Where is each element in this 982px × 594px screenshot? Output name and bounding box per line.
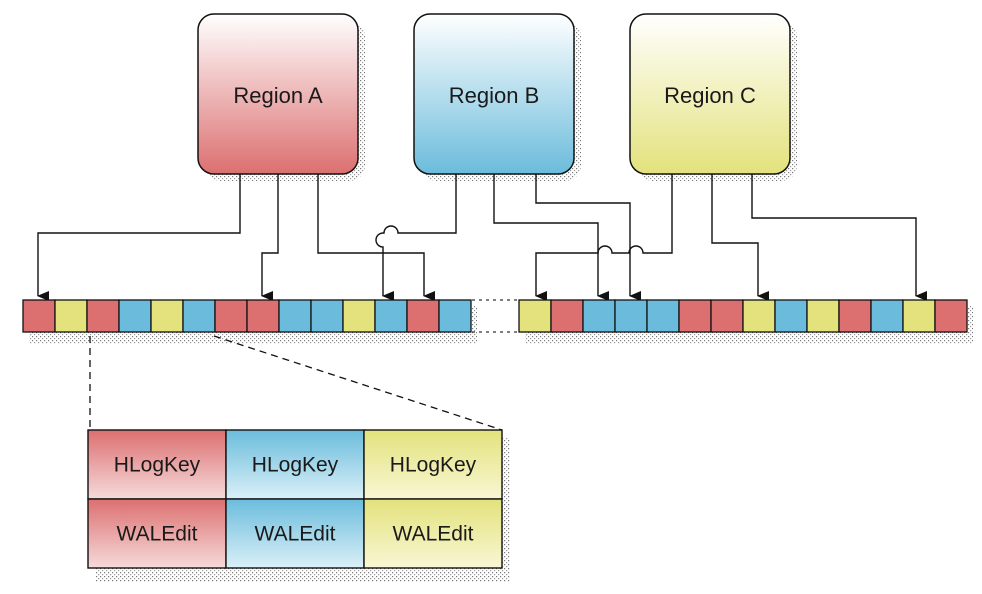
- connector-b-2: [493, 174, 609, 301]
- log-2-cell-blue: [774, 299, 808, 333]
- log-1-cell-red: [86, 299, 120, 333]
- log-segment-2: [518, 299, 973, 344]
- connector-c-2: [711, 174, 769, 301]
- region-a-box: Region A: [197, 13, 365, 181]
- connector-a-2: [261, 174, 279, 301]
- log-segment-1: [22, 299, 477, 344]
- log-1-cell-blue: [278, 299, 312, 333]
- log-1-cell-blue: [438, 299, 472, 333]
- log-1-cell-red: [246, 299, 280, 333]
- log-1-cell-yellow: [150, 299, 184, 333]
- log-2-cell-blue: [646, 299, 680, 333]
- connector-c-3: [751, 174, 927, 301]
- log-continuation: [472, 299, 518, 333]
- region-c-label: Region C: [664, 83, 756, 108]
- hlogkey-label: HLogKey: [390, 454, 477, 477]
- log-1-cell-yellow: [342, 299, 376, 333]
- log-2-cell-yellow: [742, 299, 776, 333]
- log-1-cell-blue: [118, 299, 152, 333]
- log-2-cell-red: [550, 299, 584, 333]
- log-1-cell-blue: [310, 299, 344, 333]
- log-2-cell-red: [710, 299, 744, 333]
- log-1-cell-red: [214, 299, 248, 333]
- waledit-label: WALEdit: [393, 523, 474, 546]
- hlogkey-cell-yellow: [363, 429, 503, 500]
- log-2-cell-blue: [582, 299, 616, 333]
- log-1-cell-red: [22, 299, 56, 333]
- log-2-cell-red: [934, 299, 968, 333]
- log-2-cell-yellow: [902, 299, 936, 333]
- connector-a-3: [317, 174, 435, 301]
- waledit-cell-blue: [225, 498, 365, 569]
- hlogkey-label: HLogKey: [114, 454, 201, 477]
- waledit-cell-red: [87, 498, 227, 569]
- connector-b-1: [375, 174, 457, 301]
- log-1-cell-yellow: [54, 299, 88, 333]
- log-1-cell-blue: [182, 299, 216, 333]
- hlogkey-label: HLogKey: [252, 454, 339, 477]
- hlogkey-cell-red: [87, 429, 227, 500]
- log-1-cell-red: [406, 299, 440, 333]
- log-2-cell-yellow: [806, 299, 840, 333]
- region-b-label: Region B: [449, 83, 540, 108]
- region-b-box: Region B: [413, 13, 581, 181]
- region-a-label: Region A: [233, 83, 323, 108]
- log-2-cell-blue: [614, 299, 648, 333]
- waledit-label: WALEdit: [255, 523, 336, 546]
- zoom-callout-lines: [89, 335, 503, 431]
- log-1-cell-blue: [374, 299, 408, 333]
- log-2-cell-blue: [870, 299, 904, 333]
- log-2-cell-yellow: [518, 299, 552, 333]
- connectors: [37, 174, 927, 301]
- waledit-label: WALEdit: [117, 523, 198, 546]
- connector-b-3: [535, 174, 641, 301]
- region-c-box: Region C: [629, 13, 797, 181]
- log-2-cell-red: [838, 299, 872, 333]
- log-2-cell-red: [678, 299, 712, 333]
- connector-c-1: [535, 174, 673, 301]
- connector-a-1: [37, 174, 241, 301]
- waledit-cell-yellow: [363, 498, 503, 569]
